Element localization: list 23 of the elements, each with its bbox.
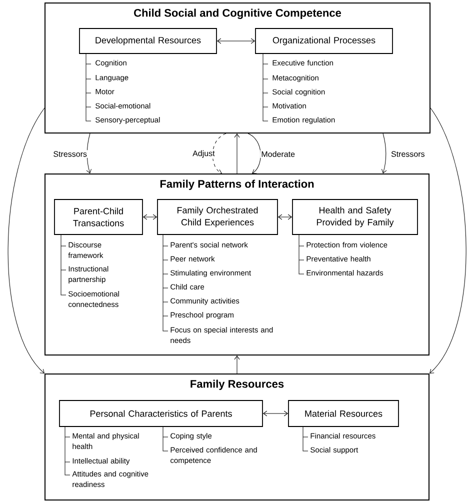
edge-label: Stressors	[52, 150, 88, 158]
edge-label: Adjust	[192, 149, 216, 159]
arrow	[430, 108, 466, 374]
arrow	[212, 133, 226, 174]
edge-label: Moderate	[260, 150, 296, 158]
arrow	[8, 108, 45, 374]
category-box: Material Resources	[288, 400, 399, 427]
category-box: Family Orchestrated Child Experiences	[157, 199, 278, 235]
arrow	[248, 133, 261, 174]
category-box: Developmental Resources	[79, 28, 217, 54]
category-box: Personal Characteristics of Parents	[59, 400, 263, 427]
arrow	[381, 133, 387, 174]
category-box: Parent-Child Transactions	[54, 199, 143, 235]
arrow	[278, 214, 292, 220]
arrow	[234, 134, 240, 174]
arrow	[234, 356, 240, 374]
edge-label: Stressors	[390, 150, 426, 158]
arrow	[143, 214, 157, 220]
arrow	[86, 133, 92, 174]
category-box: Health and Safety Provided by Family	[292, 199, 418, 235]
arrow	[263, 410, 288, 416]
arrow	[217, 38, 255, 44]
category-box: Organizational Processes	[255, 28, 393, 54]
